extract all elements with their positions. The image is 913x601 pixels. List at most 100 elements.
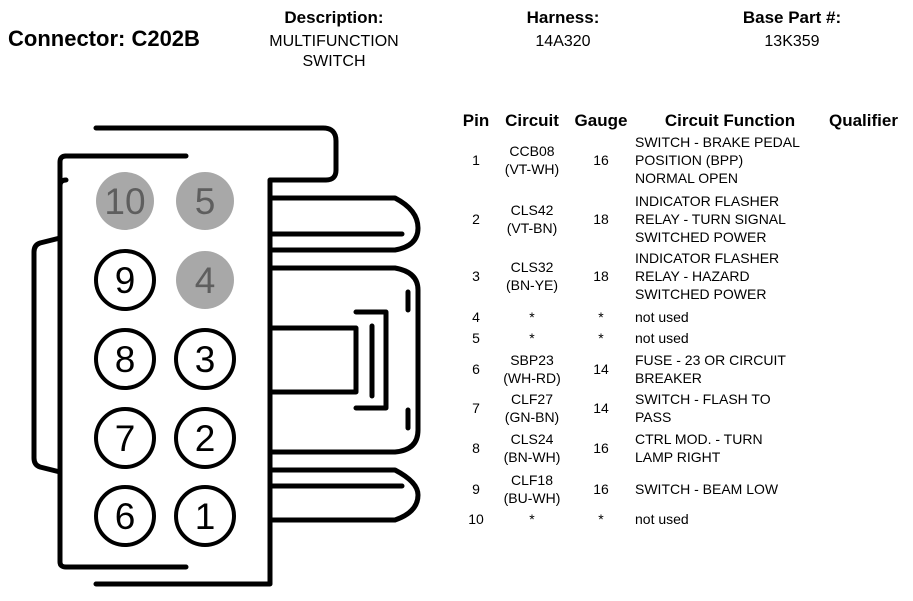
function-cell: not used [635,308,689,326]
cavity-label-8: 8 [115,339,136,380]
circuit-id: CLS24 [510,431,554,447]
cavity-label-4: 4 [195,260,216,301]
housing-outer-body [93,125,339,587]
gauge-cell: 14 [593,400,609,416]
cavity-2 [174,407,236,469]
function-line: CTRL MOD. - TURN [635,431,763,447]
latch-upper [267,195,421,253]
circuit-wire-color: (WH-RD) [503,370,561,386]
gauge-cell: 18 [593,211,609,227]
circuit-wire-color: (BU-WH) [503,490,561,506]
cavity-label-6: 6 [115,496,136,537]
cavity-1 [174,485,236,547]
circuit-cell: * [496,329,568,347]
cavity-7 [94,407,156,469]
lock-block [267,325,359,395]
pin-number: 8 [472,440,480,456]
harness-block: Harness: 14A320 [493,8,633,52]
description-label: Description: [284,8,384,27]
circuit-cell: CLS42(VT-BN) [496,201,568,237]
function-line: not used [635,511,689,527]
cavity-4 [176,251,234,309]
gauge-cell: 14 [593,361,609,377]
circuit-wire-color: (BN-YE) [505,277,559,293]
function-line: PASS [635,409,672,425]
function-cell: FUSE - 23 OR CIRCUIT BREAKER [635,351,786,387]
pin-number: 7 [472,400,480,416]
function-line: SWITCH - BRAKE PEDAL [635,134,800,150]
function-cell: not used [635,510,689,528]
col-header-function: Circuit Function [664,111,796,130]
housing-left-key [31,235,63,475]
cavity-label-9: 9 [115,260,136,301]
latch-side-ramp [267,265,421,455]
pin-number: 3 [472,268,480,284]
pin-number: 6 [472,361,480,377]
cavity-6 [94,485,156,547]
circuit-id: CLF27 [510,391,554,407]
circuit-cell: CLS24 (BN-WH) [496,430,568,466]
circuit-cell: SBP23 (WH-RD) [496,351,568,387]
cavity-label-7: 7 [115,418,136,459]
function-line: INDICATOR FLASHER [635,250,780,266]
housing-inner-top-corner [57,153,69,189]
connector-id: C202B [131,26,200,51]
description-value-line-2: SWITCH [302,53,366,70]
gauge-cell: * [598,330,604,346]
gauge-cell: 16 [593,481,609,497]
function-line: NORMAL OPEN [635,170,738,186]
function-line: FUSE - 23 OR CIRCUIT [635,352,786,368]
cavity-8 [94,328,156,390]
circuit-cell: CLS32(BN-YE) [496,258,568,294]
function-line: INDICATOR FLASHER [635,193,780,209]
base-part-block: Base Part #: 13K359 [722,8,862,52]
circuit-id: * [529,511,535,527]
function-cell: SWITCH - FLASH TO PASS [635,390,771,426]
gauge-cell: 18 [593,268,609,284]
circuit-id: CLS42 [510,202,554,218]
circuit-id: CLF18 [510,472,554,488]
housing-inner-edge [57,177,189,570]
function-line: not used [635,309,689,325]
pin-number: 5 [472,330,480,346]
col-header-qualifier: Qualifier [829,111,898,130]
pin-number: 4 [472,309,480,325]
cavity-label-5: 5 [195,181,216,222]
function-line: RELAY - TURN SIGNAL [635,211,786,227]
harness-label: Harness: [526,8,600,27]
circuit-wire-color: (VT-WH) [504,161,560,177]
description-block: Description: MULTIFUNCTION SWITCH [234,8,434,72]
function-line: POSITION (BPP) [635,152,744,168]
circuit-id: * [529,309,535,325]
pin-number: 2 [472,211,480,227]
cavity-9 [94,249,156,311]
cavity-5 [176,172,234,230]
gauge-cell: 16 [593,152,609,168]
function-cell: SWITCH - BRAKE PEDAL POSITION (BPP) NORMAL… [635,133,800,187]
pin-number: 1 [472,152,480,168]
cavity-label-2: 2 [195,418,216,459]
base-part-label: Base Part #: [742,8,842,27]
circuit-id: CCB08 [509,143,555,159]
col-header-pin: Pin [462,111,490,130]
connector-housing-outline [31,125,421,587]
circuit-id: SBP23 [510,352,554,368]
function-line: BREAKER [635,370,702,386]
circuit-wire-color: (BN-WH) [503,449,561,465]
cavity-label-10: 10 [104,181,145,222]
function-cell: INDICATOR FLASHER RELAY - TURN SIGNAL SWIT… [635,192,786,246]
circuit-cell: * [496,308,568,326]
cavity-10 [96,172,154,230]
circuit-wire-color: (GN-BN) [504,409,560,425]
function-line: SWITCHED POWER [635,229,767,245]
gauge-cell: * [598,511,604,527]
cavity-label-1: 1 [195,496,216,537]
description-value-line-1: MULTIFUNCTION [269,33,399,50]
pin-number: 9 [472,481,480,497]
function-line: SWITCH - FLASH TO [635,391,771,407]
function-line: SWITCH - BEAM LOW [635,481,779,497]
pin-number: 10 [468,511,484,527]
